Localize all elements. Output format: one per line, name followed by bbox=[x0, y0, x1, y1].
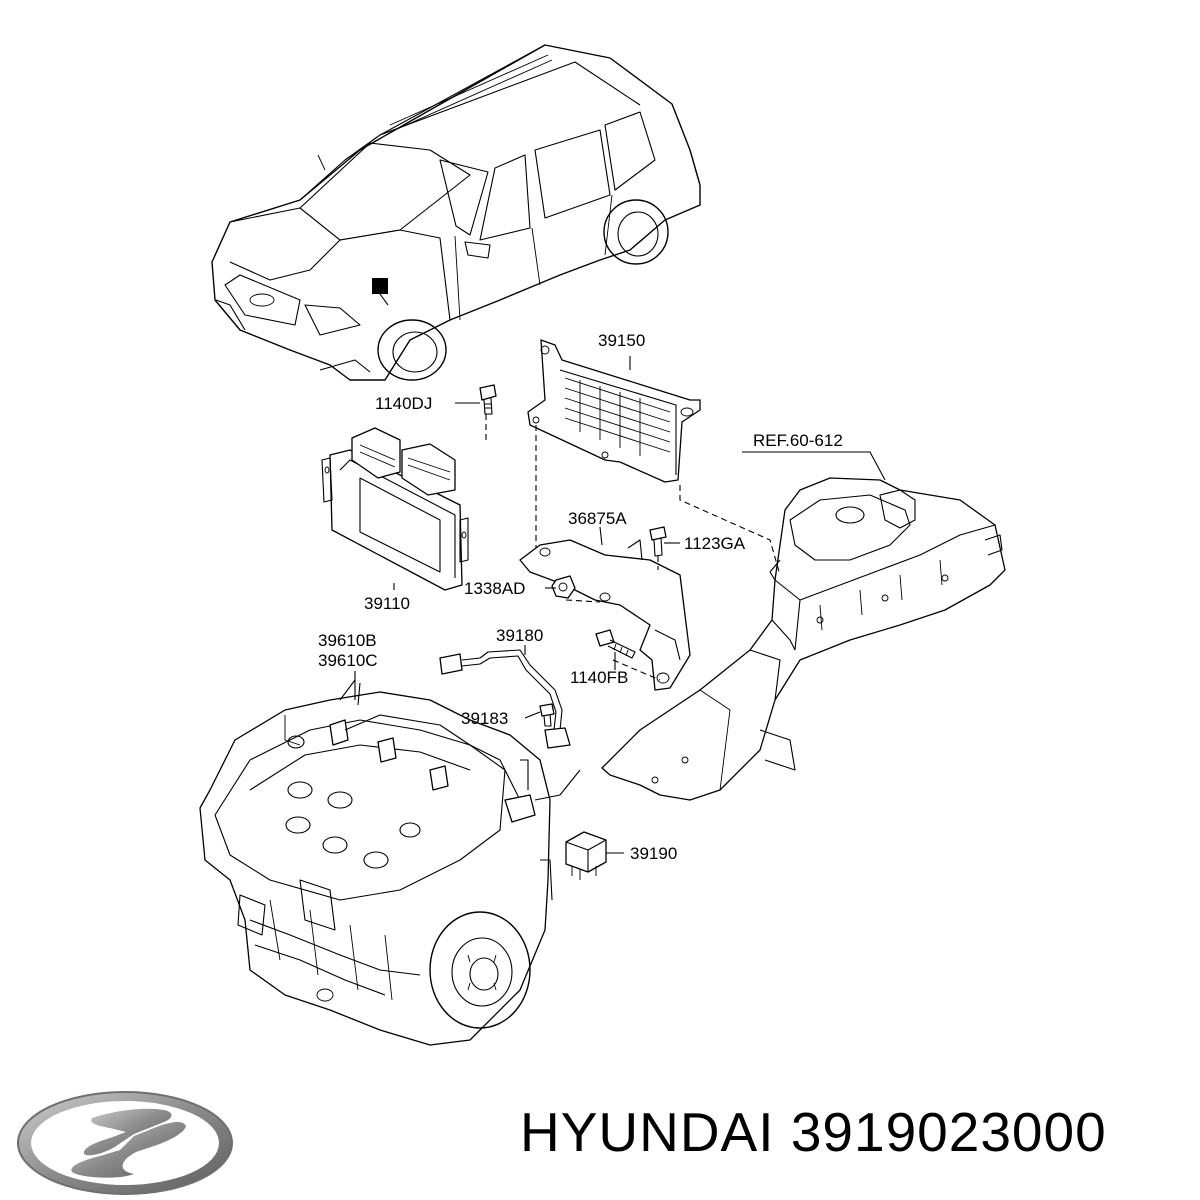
nut-1338AD bbox=[551, 575, 576, 599]
brand-name: HYUNDAI bbox=[520, 1101, 775, 1163]
label-36875A: 36875A bbox=[568, 509, 627, 528]
label-1123GA: 1123GA bbox=[684, 534, 746, 553]
bolt-1140FB bbox=[595, 629, 636, 659]
bolt-1140DJ bbox=[479, 384, 497, 415]
label-39150: 39150 bbox=[598, 331, 645, 350]
label-39610B: 39610B bbox=[318, 631, 377, 650]
bolt-39183 bbox=[539, 703, 555, 727]
bracket-39150 bbox=[527, 339, 701, 483]
label-39610C: 39610C bbox=[318, 651, 378, 670]
label-1140FB: 1140FB bbox=[570, 668, 628, 687]
relay-39190 bbox=[565, 831, 607, 880]
label-1140DJ: 1140DJ bbox=[375, 394, 432, 413]
hyundai-logo-icon bbox=[17, 1091, 233, 1195]
sensor-39180 bbox=[439, 649, 571, 749]
bolt-1123GA bbox=[649, 526, 667, 557]
leader-lines bbox=[354, 356, 886, 854]
label-39190: 39190 bbox=[630, 844, 677, 863]
label-39183: 39183 bbox=[461, 709, 508, 728]
vehicle-illustration bbox=[211, 44, 701, 381]
label-39110: 39110 bbox=[364, 594, 410, 613]
label-ref-60-612: REF.60-612 bbox=[753, 431, 843, 450]
label-39180: 39180 bbox=[496, 626, 543, 645]
chassis-member-ref bbox=[601, 477, 1006, 801]
assembly-guides bbox=[485, 414, 781, 681]
engine-illustration bbox=[199, 679, 581, 1046]
part-number: 3919023000 bbox=[790, 1101, 1107, 1163]
brand-caption: HYUNDAI 3919023000 bbox=[520, 1100, 1190, 1180]
label-1338AD: 1338AD bbox=[464, 579, 525, 598]
callout-labels: 39150 1140DJ REF.60-612 36875A 1123GA 13… bbox=[318, 331, 843, 863]
ecu-39110 bbox=[321, 427, 469, 591]
